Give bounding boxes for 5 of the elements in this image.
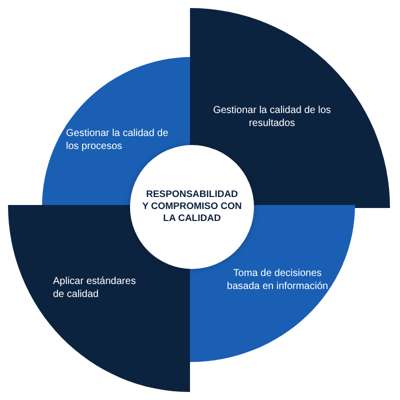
segment-label: Gestionar la calidad de los resultados [212,104,332,130]
center-label: RESPONSABILIDAD Y COMPROMISO CON LA CALIDAD [142,189,242,225]
segment-label: Toma de decisiones basada en información [226,267,330,293]
segment-label: Aplicar estándares de calidad [53,275,137,301]
segment-label: Gestionar la calidad de los procesos [66,127,170,153]
